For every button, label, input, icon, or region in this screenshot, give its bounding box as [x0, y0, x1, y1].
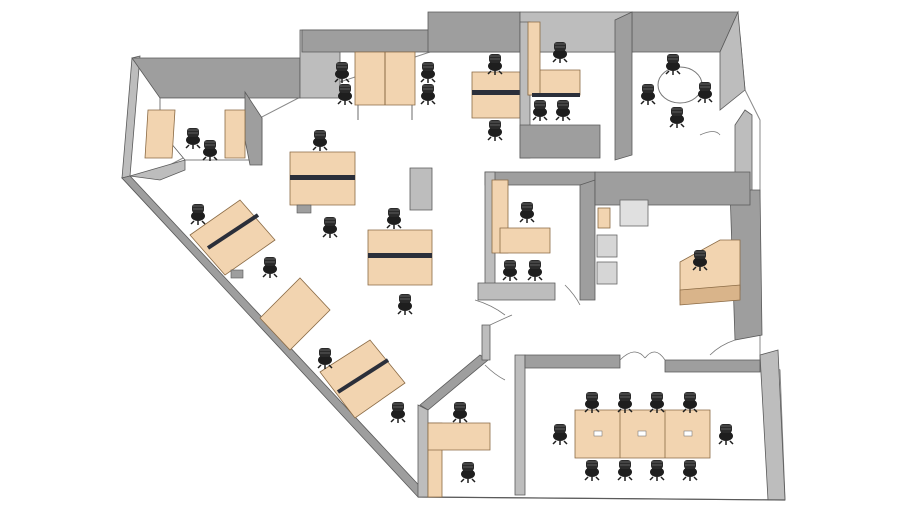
- private-office: [477, 171, 596, 301]
- small-meeting-room: [129, 90, 263, 181]
- door-swings: [474, 284, 581, 381]
- open-office: [189, 129, 433, 424]
- top-desk-cluster: [334, 51, 436, 120]
- manager-office: [519, 21, 601, 159]
- round-table-room: [614, 11, 721, 161]
- reception: [594, 171, 751, 306]
- outer-walls: [121, 10, 786, 501]
- conference-room: [524, 339, 761, 482]
- bottom-left-office: [417, 314, 526, 498]
